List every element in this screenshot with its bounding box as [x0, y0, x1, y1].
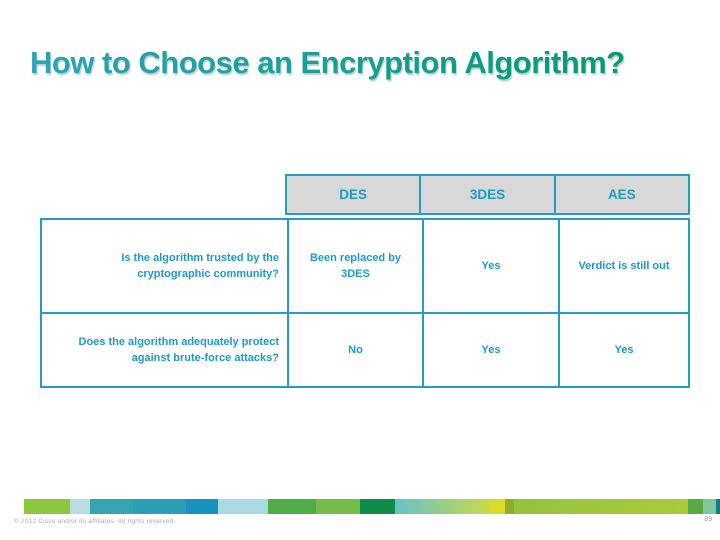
table-row-question: Does the algorithm adequately protect ag…	[42, 312, 287, 386]
column-header-aes: AES	[553, 176, 688, 213]
table-header-row: DES 3DES AES	[285, 174, 690, 215]
table-cell-des: Been replaced by 3DES	[287, 220, 422, 312]
strip-segment	[703, 499, 716, 514]
strip-segment	[505, 499, 514, 514]
strip-segment	[133, 499, 186, 514]
table-body: Is the algorithm trusted by the cryptogr…	[40, 218, 690, 388]
strip-segment	[268, 499, 316, 514]
table-cell-aes: Yes	[558, 312, 688, 386]
strip-segment	[360, 499, 395, 514]
strip-segment	[490, 499, 505, 514]
slide-page-number: 89	[704, 516, 712, 523]
table-cell-3des: Yes	[422, 220, 558, 312]
strip-segment	[218, 499, 268, 514]
strip-segment	[395, 499, 490, 514]
strip-segment	[186, 499, 218, 514]
copyright-text: © 2012 Cisco and/or its affiliates. All …	[14, 518, 176, 525]
strip-segment	[90, 499, 133, 514]
strip-segment	[70, 499, 90, 514]
strip-segment	[514, 499, 688, 514]
strip-segment	[24, 499, 70, 514]
strip-segment	[688, 499, 703, 514]
column-header-3des: 3DES	[419, 176, 553, 213]
table-row-question: Is the algorithm trusted by the cryptogr…	[121, 252, 279, 280]
table-cell-aes: Verdict is still out	[558, 220, 688, 312]
strip-segment	[316, 499, 360, 514]
page-title: How to Choose an Encryption Algorithm?	[30, 45, 700, 81]
column-header-des: DES	[339, 187, 368, 202]
strip-segment	[716, 499, 720, 514]
footer-color-strip	[24, 499, 720, 514]
table-cell-3des: Yes	[422, 312, 558, 386]
table-cell-des: No	[287, 312, 422, 386]
comparison-table: DES 3DES AES Is the algorithm trusted by…	[40, 174, 690, 388]
